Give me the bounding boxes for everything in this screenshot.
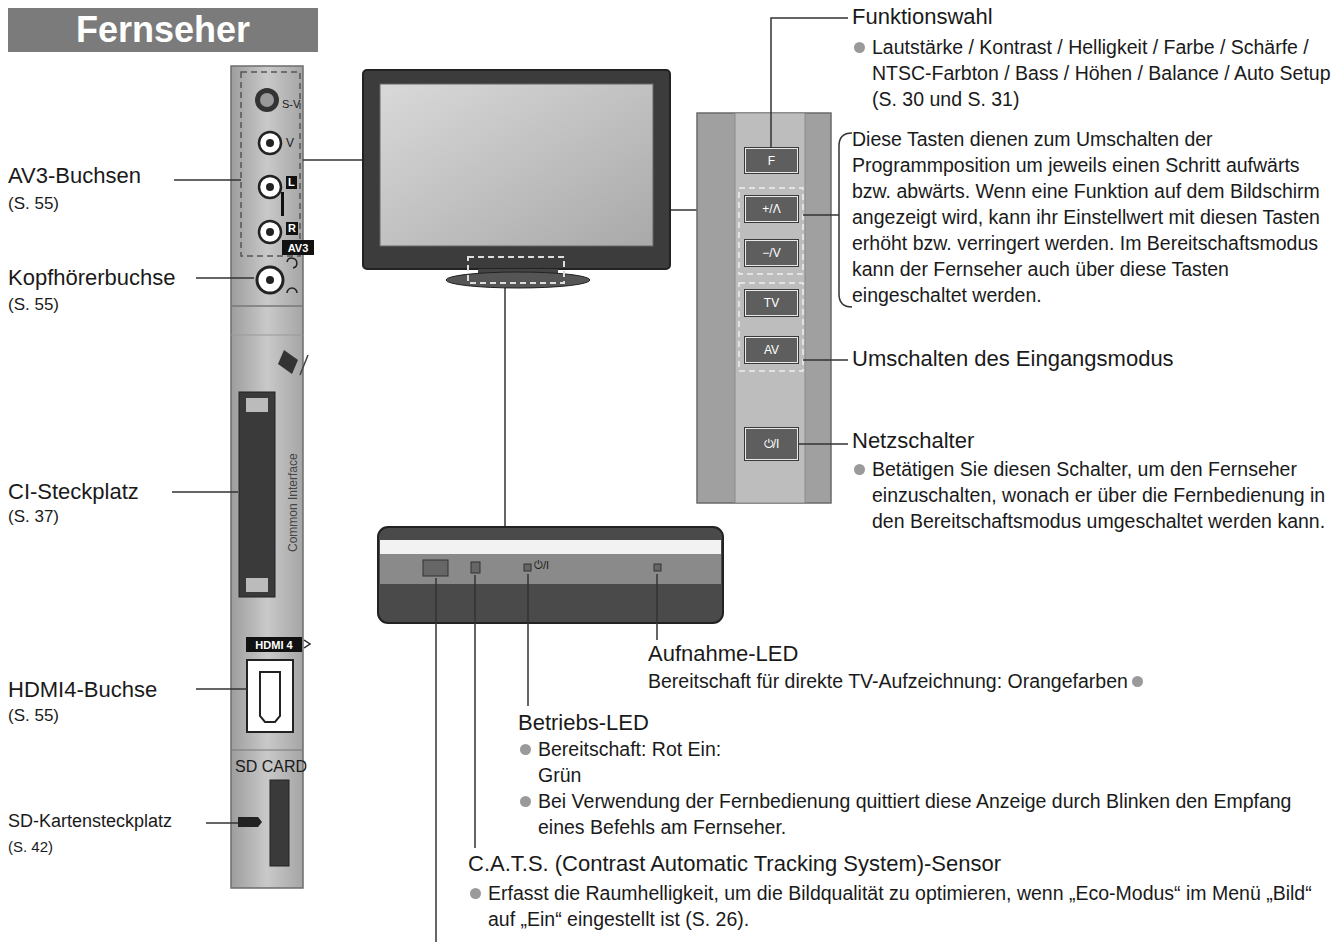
part-label: AV3-Buchsen [8, 163, 141, 190]
part-label: Betriebs-LED [518, 710, 649, 737]
button-label: TV [764, 296, 779, 310]
button-label: AV [764, 343, 779, 357]
part-label: CI-Steckplatz [8, 479, 139, 506]
panel-button: TV [745, 290, 798, 316]
panel-button: F [745, 148, 798, 173]
jack-label: R [286, 222, 298, 235]
part-label: Umschalten des Eingangsmodus [852, 346, 1174, 373]
note-text: Bereitschaft für direkte TV-Aufzeichnung… [648, 668, 1328, 694]
page-ref: (S. 55) [8, 706, 59, 727]
part-label: SD-Kartensteckplatz [8, 811, 172, 833]
jack-label: S-V [282, 98, 300, 111]
button-label: +/Λ [762, 202, 780, 216]
led-label: ⏻/I [534, 559, 549, 572]
note-text: Lautstärke / Kontrast / Helligkeit / Far… [852, 34, 1338, 112]
jack-tag: HDMI 4 [246, 637, 302, 652]
button-label: AV3 [288, 242, 309, 254]
part-label: Funktionswahl [852, 4, 993, 31]
part-label: HDMI4-Buchse [8, 677, 157, 704]
note-text: Diese Tasten dienen zum Umschalten der P… [852, 126, 1338, 308]
panel-button: AV [745, 337, 798, 363]
note-text: Erfasst die Raumhelligkeit, um die Bildq… [468, 880, 1338, 932]
note-text: Bereitschaft: Rot Ein: Grün [518, 736, 748, 788]
slot-label: SD CARD [235, 757, 307, 777]
note-text: Bei Verwendung der Fernbedienung quittie… [518, 788, 1338, 840]
page-ref: (S. 42) [8, 838, 53, 856]
button-label: −/V [762, 246, 780, 260]
slot-label: Common Interface [286, 453, 301, 552]
part-label: Netzschalter [852, 428, 974, 455]
part-label: Aufnahme-LED [648, 641, 798, 668]
power-button: ⏻/I [745, 428, 798, 460]
part-label: Kopfhörerbuchse [8, 265, 176, 292]
page-ref: (S. 55) [8, 194, 59, 215]
jack-tag: AV3 [282, 240, 314, 255]
jack-label: L [286, 176, 297, 189]
button-label: F [768, 154, 775, 168]
panel-button: +/Λ [745, 196, 798, 222]
heading-banner: Fernseher [8, 8, 318, 52]
note-text: Betätigen Sie diesen Schalter, um den Fe… [852, 456, 1338, 534]
panel-button: −/V [745, 240, 798, 266]
button-label: ⏻/I [764, 437, 780, 451]
button-label: HDMI 4 [255, 639, 292, 651]
page-ref: (S. 55) [8, 295, 59, 316]
part-label: C.A.T.S. (Contrast Automatic Tracking Sy… [468, 851, 1001, 878]
page-ref: (S. 37) [8, 507, 59, 528]
jack-label: V [286, 136, 294, 151]
